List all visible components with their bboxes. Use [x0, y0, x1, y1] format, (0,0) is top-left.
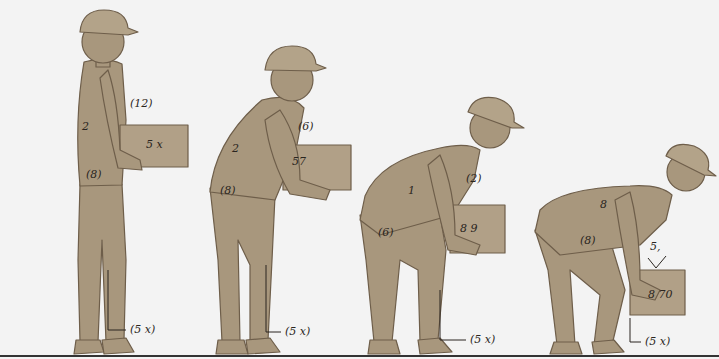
callout-number: (8)	[580, 234, 596, 247]
callout-number: (5 x)	[645, 335, 670, 348]
callout-number: 5,	[650, 240, 661, 253]
callout-number: (8)	[220, 184, 236, 197]
callout-number: 2	[232, 142, 239, 155]
callout-number: (6)	[298, 120, 314, 133]
callout-number: (5 x)	[130, 323, 155, 336]
squatting-worker	[535, 144, 716, 354]
leader-lines	[108, 256, 666, 342]
slightly-bent-worker	[210, 46, 351, 354]
callout-number: (8)	[86, 168, 102, 181]
callout-number: 8	[600, 198, 607, 211]
callout-number: 8 9	[460, 222, 478, 235]
callout-number: (6)	[378, 226, 394, 239]
floor-line	[0, 355, 719, 357]
callout-number: (2)	[466, 172, 482, 185]
callout-number: 8 70	[648, 288, 673, 301]
callout-number: (5 x)	[285, 325, 310, 338]
callout-number: 57	[292, 155, 306, 168]
callout-number: (5 x)	[470, 333, 495, 346]
bent-worker	[360, 97, 524, 354]
callout-number: 5 x	[146, 138, 163, 151]
standing-worker	[74, 10, 188, 354]
callout-number: 2	[82, 120, 89, 133]
callout-number: (12)	[130, 97, 153, 110]
callout-number: 1	[408, 184, 415, 197]
